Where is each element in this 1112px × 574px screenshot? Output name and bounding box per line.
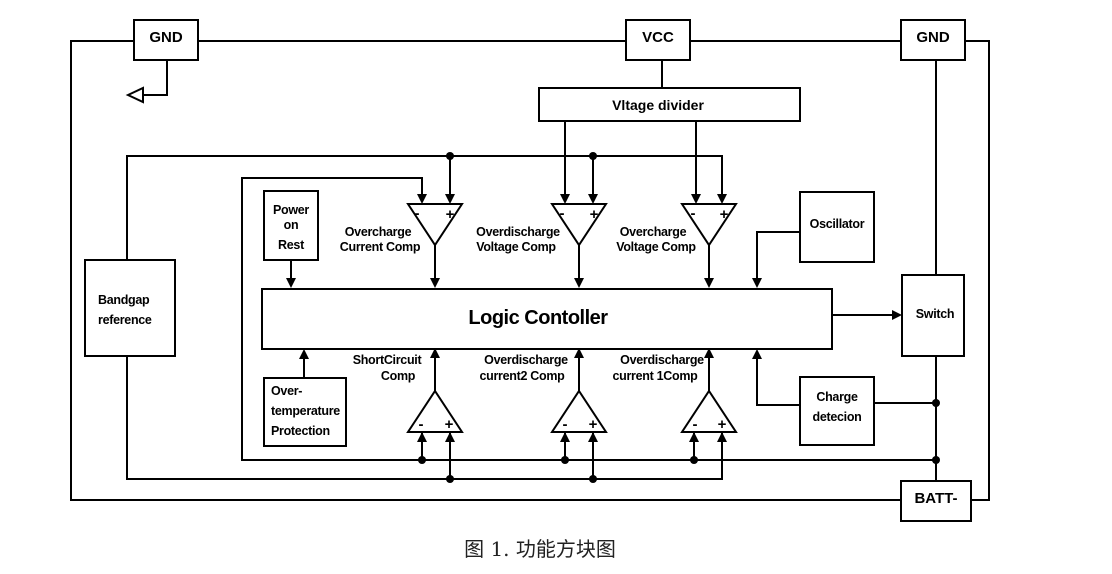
svg-text:Switch: Switch bbox=[916, 307, 954, 321]
svg-text:-: - bbox=[563, 416, 568, 433]
comparator-short-circuit: - + bbox=[406, 348, 464, 442]
svg-text:temperature: temperature bbox=[271, 404, 340, 418]
label-overdischarge-current2-comp: Overdischarge bbox=[484, 353, 568, 367]
svg-text:Vltage divider: Vltage divider bbox=[612, 97, 704, 113]
svg-text:-: - bbox=[560, 205, 565, 222]
figure-caption: 图 1. 功能方块图 bbox=[464, 537, 616, 561]
block-bandgap-reference: Bandgap reference bbox=[84, 259, 176, 357]
svg-text:Rest: Rest bbox=[278, 238, 305, 252]
svg-text:on: on bbox=[284, 218, 299, 232]
svg-text:-: - bbox=[419, 416, 424, 433]
label-overdischarge-voltage-comp-2: Voltage Comp bbox=[476, 240, 556, 254]
svg-text:Over-: Over- bbox=[271, 384, 302, 398]
pin-gnd-right: GND bbox=[900, 19, 966, 61]
svg-text:Power: Power bbox=[273, 203, 309, 217]
svg-text:detecion: detecion bbox=[813, 410, 862, 424]
svg-text:+: + bbox=[589, 416, 598, 433]
svg-text:-: - bbox=[415, 205, 420, 222]
svg-text:+: + bbox=[446, 206, 455, 223]
comparator-overcharge-current: - + bbox=[406, 203, 464, 288]
label-short-circuit-comp: ShortCircuit bbox=[353, 353, 423, 367]
label-overdischarge-current2-comp-2: current2 Comp bbox=[479, 369, 565, 383]
svg-text:Charge: Charge bbox=[816, 390, 858, 404]
svg-text:BATT-: BATT- bbox=[914, 490, 957, 507]
divider-outputs bbox=[564, 121, 697, 195]
svg-text:Logic Contoller: Logic Contoller bbox=[468, 307, 608, 329]
block-logic-controller: Logic Contoller bbox=[261, 288, 902, 350]
ground-arrow-icon bbox=[125, 86, 144, 104]
svg-text:+: + bbox=[590, 206, 599, 223]
comparator-overdischarge-voltage: - + bbox=[550, 203, 608, 288]
pin-vcc: VCC bbox=[625, 19, 691, 61]
block-voltage-divider: Vltage divider bbox=[538, 87, 801, 122]
svg-text:VCC: VCC bbox=[642, 29, 674, 46]
block-power-on-reset: Power on Rest bbox=[263, 190, 319, 288]
svg-text:Oscillator: Oscillator bbox=[810, 217, 865, 231]
svg-text:GND: GND bbox=[149, 29, 183, 46]
block-oscillator: Oscillator bbox=[752, 191, 875, 288]
block-charge-detection: Charge detecion bbox=[752, 349, 940, 446]
svg-text:+: + bbox=[718, 416, 727, 433]
svg-text:-: - bbox=[691, 205, 696, 222]
svg-text:-: - bbox=[693, 416, 698, 433]
top-comp-input-arrows bbox=[417, 190, 727, 204]
svg-text:Protection: Protection bbox=[271, 424, 330, 438]
comparator-overcharge-voltage: - + bbox=[680, 203, 738, 288]
label-overdischarge-current1-comp-2: current 1Comp bbox=[612, 369, 698, 383]
svg-text:reference: reference bbox=[98, 313, 152, 327]
label-overcharge-current-comp: Overcharge bbox=[345, 225, 412, 239]
label-overdischarge-voltage-comp: Overdischarge bbox=[476, 225, 560, 239]
label-overcharge-current-comp-2: Current Comp bbox=[340, 240, 421, 254]
pin-batt-minus: BATT- bbox=[900, 480, 972, 522]
reference-rail bbox=[126, 152, 723, 483]
svg-text:Bandgap: Bandgap bbox=[98, 293, 150, 307]
svg-text:GND: GND bbox=[916, 29, 950, 46]
outer-wiring bbox=[70, 40, 990, 501]
svg-text:+: + bbox=[720, 206, 729, 223]
block-over-temperature: Over- temperature Protection bbox=[263, 349, 347, 447]
label-overdischarge-current1-comp: Overdischarge bbox=[620, 353, 704, 367]
block-switch: Switch bbox=[901, 274, 965, 357]
svg-text:+: + bbox=[445, 416, 454, 433]
label-overcharge-voltage-comp-2: Voltage Comp bbox=[616, 240, 696, 254]
comparator-overdischarge-current2: - + bbox=[550, 348, 608, 442]
label-short-circuit-comp-2: Comp bbox=[381, 369, 416, 383]
pin-gnd-left: GND bbox=[133, 19, 199, 61]
label-overcharge-voltage-comp: Overcharge bbox=[620, 225, 687, 239]
comparator-overdischarge-current1: - + bbox=[680, 348, 738, 442]
